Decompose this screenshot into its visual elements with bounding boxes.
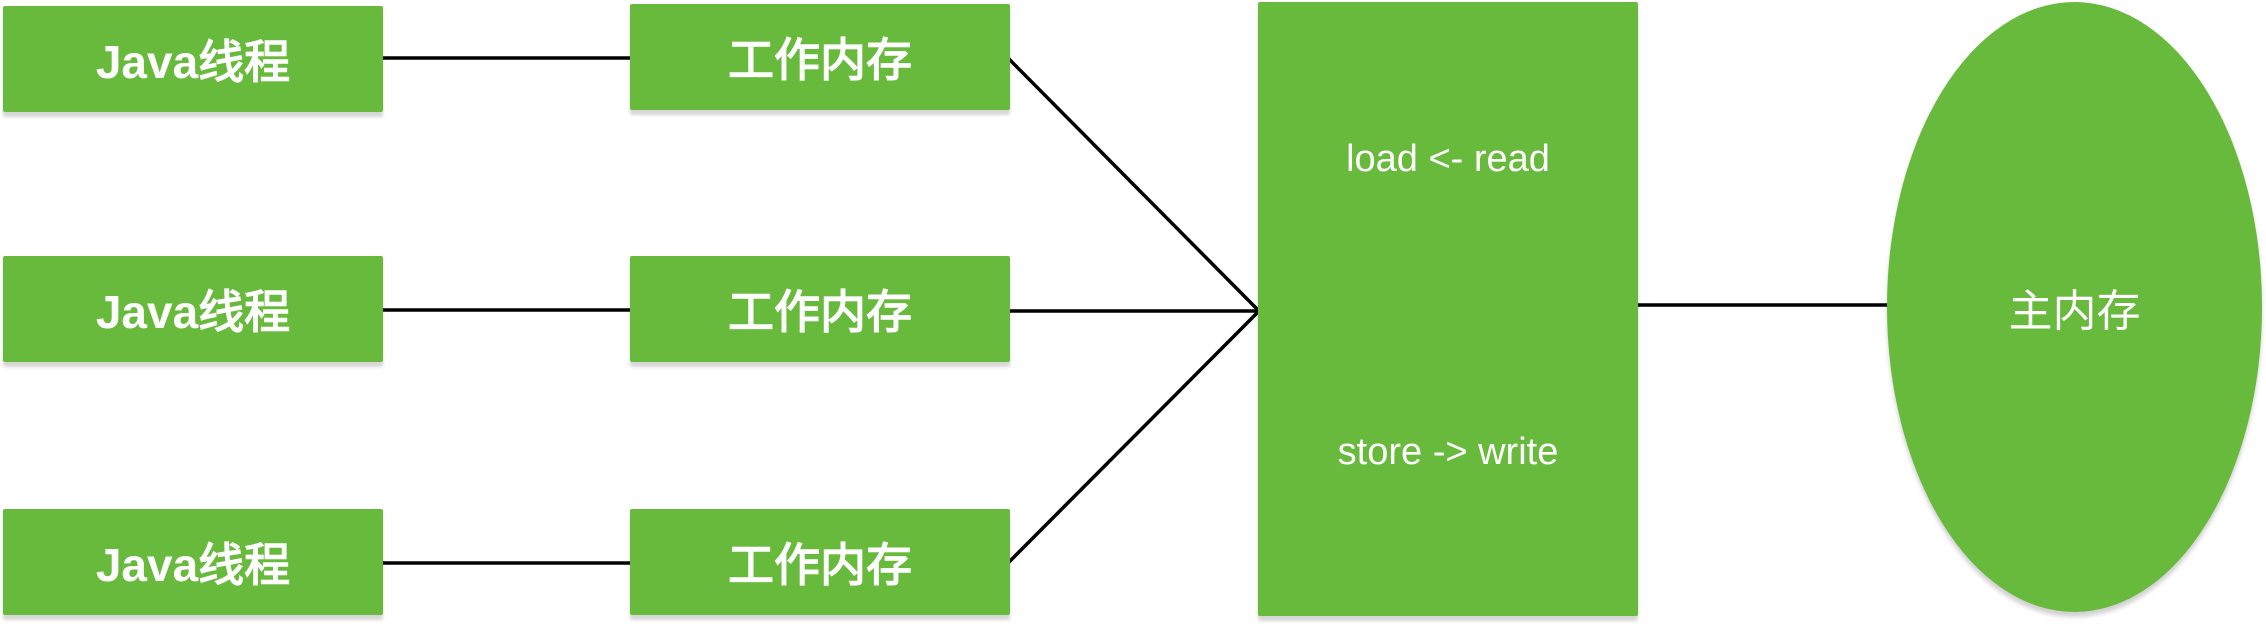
load-read-label: load <- read [1346,138,1550,180]
working-memory-node-2: 工作内存 [630,256,1010,362]
working-memory-label: 工作内存 [728,286,912,338]
java-thread-label: Java线程 [95,36,291,88]
java-thread-label: Java线程 [95,539,291,591]
working-memory-node-1: 工作内存 [630,4,1010,110]
java-thread-node-2: Java线程 [3,256,383,362]
java-thread-node-3: Java线程 [3,509,383,615]
connector-wm3-transfer [1006,309,1261,565]
working-memory-label: 工作内存 [728,34,912,86]
main-memory-label: 主内存 [2008,287,2141,336]
connector-wm1-transfer [1006,56,1261,313]
working-memory-label: 工作内存 [728,539,912,591]
memory-transfer-node: load <- read store -> write [1258,2,1638,616]
java-thread-node-1: Java线程 [3,6,383,112]
main-memory-node: 主内存 [1887,2,2262,612]
java-thread-label: Java线程 [95,286,291,338]
store-write-label: store -> write [1337,431,1559,473]
working-memory-node-3: 工作内存 [630,509,1010,615]
